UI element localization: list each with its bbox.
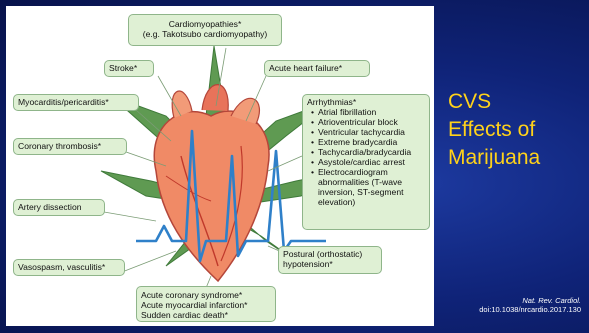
citation-journal: Nat. Rev. Cardiol. xyxy=(479,296,581,305)
citation-doi: doi:10.1038/nrcardio.2017.130 xyxy=(479,305,581,314)
cvs-effects-diagram: Cardiomyopathies* (e.g. Takotsubo cardio… xyxy=(6,6,434,326)
list-item: Atrial fibrillation xyxy=(311,107,425,117)
list-item: Extreme bradycardia xyxy=(311,137,425,147)
coronary-thrombosis-box: Coronary thrombosis* xyxy=(13,138,127,155)
myocarditis-box: Myocarditis/pericarditis* xyxy=(13,94,139,111)
slide-title: CVS Effects of Marijuana xyxy=(448,88,540,172)
vasospasm-box: Vasospasm, vasculitis* xyxy=(13,259,125,276)
postural-hypotension-box: Postural (orthostatic) hypotension* xyxy=(278,246,382,274)
list-item: Tachycardia/bradycardia xyxy=(311,147,425,157)
cardiomyopathies-box: Cardiomyopathies* (e.g. Takotsubo cardio… xyxy=(128,14,282,46)
list-item: Asystole/cardiac arrest xyxy=(311,157,425,167)
arrhythmias-title: Arrhythmias* xyxy=(307,97,425,107)
acute-heart-failure-box: Acute heart failure* xyxy=(264,60,370,77)
arrhythmias-box: Arrhythmias* Atrial fibrillation Atriove… xyxy=(302,94,430,230)
list-item: Atrioventricular block xyxy=(311,117,425,127)
artery-dissection-box: Artery dissection xyxy=(13,199,105,216)
arrhythmias-list: Atrial fibrillation Atrioventricular blo… xyxy=(307,107,425,207)
list-item: Ventricular tachycardia xyxy=(311,127,425,137)
citation: Nat. Rev. Cardiol. doi:10.1038/nrcardio.… xyxy=(479,296,581,314)
list-item: Electrocardiogram abnormalities (T-wave … xyxy=(311,167,425,207)
acute-coronary-syndrome-box: Acute coronary syndrome* Acute myocardia… xyxy=(136,286,276,322)
stroke-box: Stroke* xyxy=(104,60,154,77)
